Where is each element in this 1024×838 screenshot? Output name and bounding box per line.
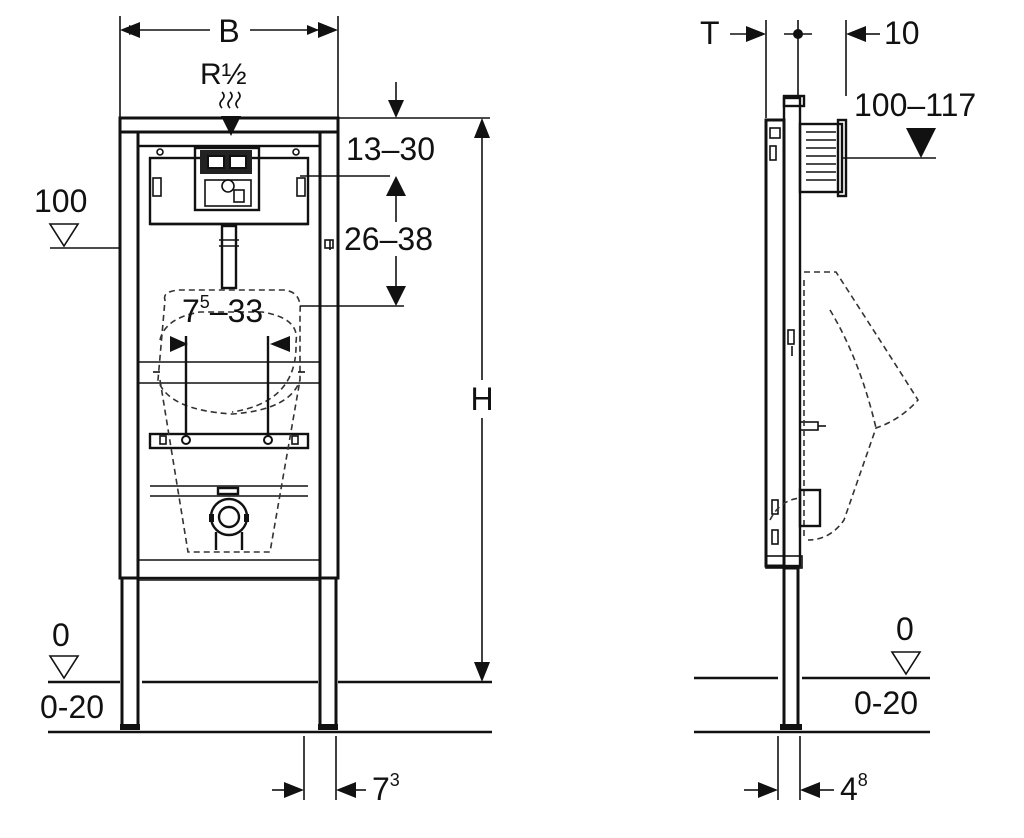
depth-label: T: [700, 15, 720, 51]
depth-dimension: T 10: [700, 15, 920, 118]
side-urinal-outline: [803, 271, 920, 541]
projection-range-label: 100–117: [854, 87, 976, 123]
side-floor-levels: 0 0-20: [694, 611, 930, 734]
floor-range-label: 0-20: [40, 689, 104, 725]
supply-pipe: [219, 224, 239, 290]
svg-text:75–33: 75–33: [182, 292, 263, 329]
floor-level-label: 0: [52, 617, 70, 653]
flush-valve: [193, 146, 261, 212]
side-flush-valve: [798, 118, 848, 198]
leg-superscript: 8: [858, 770, 868, 790]
foot-superscript: 3: [390, 770, 400, 790]
leg-value: 4: [840, 771, 858, 807]
drain-outlet: [209, 486, 249, 550]
inlet-range-label: 26–38: [344, 221, 433, 257]
leg-dimension: 48: [744, 736, 868, 807]
water-supply-connection: R½: [200, 58, 247, 136]
inlet-height-dimension: 26–38: [300, 176, 433, 307]
bracket-value: 7: [182, 293, 200, 329]
side-frame: [764, 94, 826, 569]
bracket-dimension: 75–33: [182, 292, 263, 329]
width-label: B: [218, 13, 239, 49]
reference-level-label: 100: [34, 183, 87, 219]
foot-value: 7: [372, 771, 390, 807]
reference-level-100: 100: [34, 183, 120, 249]
svg-text:R½: R½: [200, 58, 247, 91]
urinal-outline: [157, 289, 301, 553]
frame-legs: [120, 576, 338, 730]
connection-fraction: ½: [222, 58, 247, 91]
top-offset-dimension: 13–30: [338, 82, 490, 167]
height-label: H: [470, 381, 493, 417]
svg-text:48: 48: [840, 770, 868, 807]
side-leg: [780, 566, 802, 730]
height-dimension: H: [470, 118, 494, 682]
width-dimension: B: [119, 13, 339, 118]
connection-label: R: [200, 58, 222, 91]
offset-10-label: 10: [884, 15, 920, 51]
side-floor-range-label: 0-20: [854, 685, 918, 721]
foot-dimension: 73: [272, 736, 400, 807]
svg-text:73: 73: [372, 770, 400, 807]
bracket-range-tail: –33: [210, 293, 263, 329]
bracket-superscript: 5: [200, 292, 210, 312]
side-drain: [769, 488, 822, 528]
front-floor-levels: 0 0-20: [40, 617, 492, 734]
side-view: T 10 100–117: [694, 15, 976, 807]
mounting-bolts: [153, 336, 305, 445]
top-offset-label: 13–30: [346, 131, 435, 167]
side-floor-level-label: 0: [896, 611, 914, 647]
projection-dimension: 100–117: [842, 87, 976, 159]
front-view: B R½: [34, 13, 494, 807]
